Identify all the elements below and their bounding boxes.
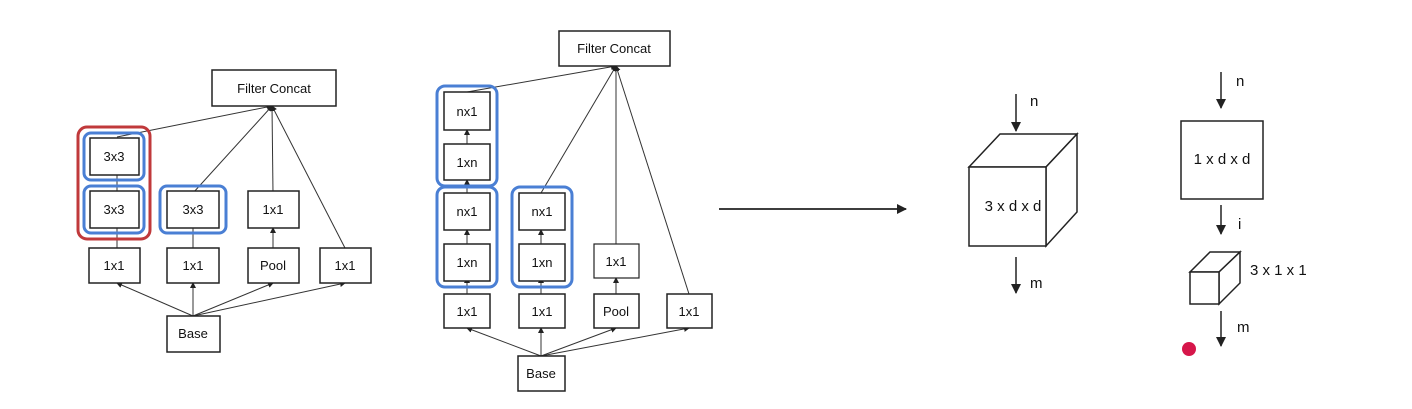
- left-b1-mid-box: [89, 190, 140, 229]
- middle-b4-label1: 1x1: [679, 304, 700, 319]
- left-b2-top-box: [166, 190, 220, 229]
- left-b2-top-label: 3x3: [183, 202, 204, 217]
- middle-b4-box1: [666, 293, 713, 329]
- left-b1-mid-label: 3x3: [104, 202, 125, 217]
- middle-b1-box3: [443, 192, 491, 231]
- middle-inception-module: Filter Concat nx1 1xn nx1 1xn 1x1 nx1 1x…: [435, 30, 713, 392]
- left-b2-bottom-box: [166, 247, 220, 284]
- small-cuboid-label: 3 x 1 x 1: [1250, 262, 1307, 279]
- middle-b2-box1: [518, 192, 566, 231]
- middle-b3-label1: 1x1: [606, 254, 627, 269]
- cube-front-face: [968, 166, 1047, 247]
- middle-b3-label2: Pool: [603, 304, 629, 319]
- middle-b1-box5: [443, 293, 491, 329]
- left-blue-highlight-2: [82, 184, 146, 235]
- left-base-label: Base: [178, 326, 208, 341]
- middle-b1-label4: 1xn: [457, 255, 478, 270]
- middle-blue-highlight-3: [510, 185, 574, 289]
- middle-b2-label3: 1x1: [532, 304, 553, 319]
- factored-i-label: i: [1238, 216, 1241, 233]
- left-inception-module: Filter Concat 3x3 3x3 1x1 3x3 1x1 1x1 Po…: [76, 69, 372, 353]
- middle-connectors: [464, 63, 690, 357]
- middle-b3-box1: [593, 243, 640, 279]
- left-base-box: [166, 315, 221, 353]
- red-dot-marker: [1182, 342, 1196, 356]
- left-b3-top-label: 1x1: [263, 202, 284, 217]
- middle-b1-label1: nx1: [457, 104, 478, 119]
- middle-b1-label2: 1xn: [457, 155, 478, 170]
- middle-b2-box3: [518, 293, 566, 329]
- middle-b1-box4: [443, 243, 491, 282]
- factored-square: [1180, 120, 1264, 200]
- middle-b2-label2: 1xn: [532, 255, 553, 270]
- left-filter-concat-box: [211, 69, 337, 107]
- middle-b3-box2: [593, 293, 640, 329]
- middle-b1-box2: [443, 143, 491, 181]
- left-b1-bottom-label: 1x1: [104, 258, 125, 273]
- middle-b2-label1: nx1: [532, 204, 553, 219]
- factored-group: n 1 x d x d i 3 x 1 x 1 m: [1180, 72, 1307, 356]
- left-b4-bottom-box: [319, 247, 372, 284]
- factored-n-label: n: [1236, 73, 1244, 90]
- middle-filter-concat-box: [558, 30, 671, 67]
- left-b2-bottom-label: 1x1: [183, 258, 204, 273]
- middle-filter-concat-label: Filter Concat: [577, 41, 651, 56]
- left-b4-bottom-label: 1x1: [335, 258, 356, 273]
- left-blue-highlight-3: [158, 184, 228, 235]
- big-cube-group: n 3 x d x d m: [967, 93, 1079, 294]
- left-b1-top-box: [89, 137, 140, 176]
- left-red-highlight: [76, 125, 152, 241]
- left-blue-highlight-1: [82, 131, 146, 182]
- left-b1-bottom-box: [88, 247, 141, 284]
- cube-out-label: m: [1030, 275, 1043, 292]
- middle-base-box: [517, 355, 566, 392]
- left-b1-top-label: 3x3: [104, 149, 125, 164]
- cube-in-label: n: [1030, 93, 1038, 110]
- left-b3-top-box: [247, 190, 300, 229]
- left-b3-bottom-label: Pool: [260, 258, 286, 273]
- middle-b1-label3: nx1: [457, 204, 478, 219]
- middle-blue-highlight-2: [435, 185, 499, 289]
- factored-m-label: m: [1237, 319, 1250, 336]
- left-b3-bottom-box: [247, 247, 300, 284]
- middle-b1-label5: 1x1: [457, 304, 478, 319]
- left-filter-concat-label: Filter Concat: [237, 81, 311, 96]
- middle-b2-box2: [518, 243, 566, 282]
- cube-label: 3 x d x d: [985, 198, 1042, 215]
- middle-base-label: Base: [526, 366, 556, 381]
- middle-b1-box1: [443, 91, 491, 131]
- small-cuboid-front: [1189, 271, 1220, 305]
- factored-square-label: 1 x d x d: [1194, 151, 1251, 168]
